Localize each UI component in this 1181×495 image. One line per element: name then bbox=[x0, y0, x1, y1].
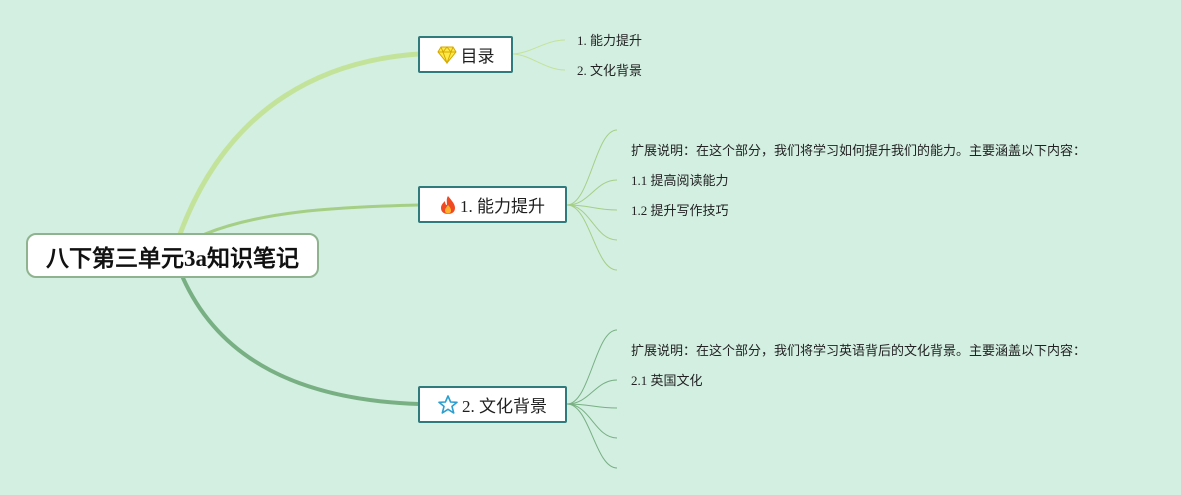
topic-ability[interactable]: 1. 能力提升 bbox=[418, 186, 567, 223]
leaf-ability-1[interactable]: 1.1 提高阅读能力 bbox=[631, 173, 729, 188]
leaf-line bbox=[566, 179, 618, 206]
leaf-line bbox=[511, 39, 566, 55]
leaf-line bbox=[566, 204, 618, 271]
leaf-line bbox=[566, 329, 618, 405]
leaf-toc-2[interactable]: 2. 文化背景 bbox=[577, 63, 643, 78]
leaf-line bbox=[566, 204, 618, 211]
leaf-culture-description[interactable]: 扩展说明：在这个部分，我们将学习英语背后的文化背景。主要涵盖以下内容： bbox=[631, 343, 1087, 358]
leaf-line bbox=[566, 403, 618, 409]
gem-icon bbox=[436, 45, 457, 64]
leaf-ability-2[interactable]: 1.2 提升写作技巧 bbox=[631, 203, 729, 218]
branch-line-culture bbox=[181, 276, 421, 406]
leaf-line bbox=[566, 403, 618, 469]
star-icon bbox=[438, 395, 458, 414]
leaf-line bbox=[566, 403, 618, 439]
root-title: 八下第三单元3a知识笔记 bbox=[46, 245, 299, 271]
leaf-toc-1[interactable]: 1. 能力提升 bbox=[577, 33, 643, 48]
leaf-ability-description[interactable]: 扩展说明：在这个部分，我们将学习如何提升我们的能力。主要涵盖以下内容： bbox=[631, 143, 1087, 158]
topic-toc[interactable]: 目录 bbox=[418, 36, 513, 73]
branch-line-ability bbox=[203, 203, 421, 236]
topic-toc-label: 目录 bbox=[460, 47, 495, 66]
topic-culture-label: 2. 文化背景 bbox=[462, 397, 547, 416]
leaf-culture-1[interactable]: 2.1 英国文化 bbox=[631, 373, 703, 388]
leaf-line bbox=[566, 129, 618, 206]
topic-culture[interactable]: 2. 文化背景 bbox=[418, 386, 567, 423]
branch-line-toc bbox=[177, 51, 422, 237]
leaf-line bbox=[566, 204, 618, 241]
fire-icon bbox=[440, 195, 456, 215]
topic-ability-label: 1. 能力提升 bbox=[460, 197, 545, 216]
leaf-line bbox=[566, 379, 618, 405]
root-node[interactable]: 八下第三单元3a知识笔记 bbox=[26, 233, 319, 278]
leaf-line bbox=[511, 53, 566, 71]
